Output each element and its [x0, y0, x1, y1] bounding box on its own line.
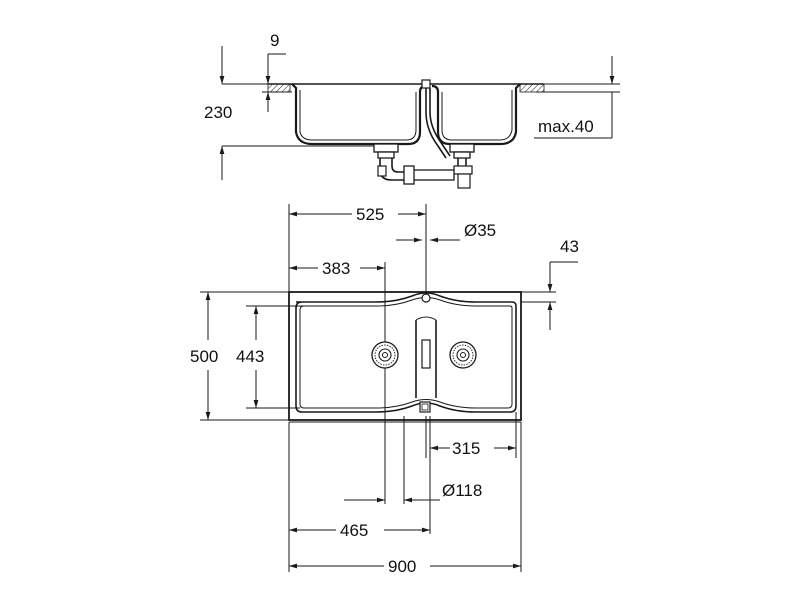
dim-rim-thickness: 9 [270, 31, 279, 50]
bowl-divider [415, 320, 437, 398]
dim-overall-depth: 500 [190, 347, 218, 366]
left-bowl-inner [299, 90, 417, 141]
dim-overall-width: 900 [388, 557, 416, 576]
control-knob [419, 401, 431, 413]
overflow-slot [421, 339, 431, 369]
dim-left-drain-offset: 383 [322, 259, 350, 278]
dim-max-deck: max.40 [538, 117, 594, 136]
side-elevation-view: 9 230 max.40 [204, 31, 620, 189]
dim-tap-offset-x: 525 [356, 205, 384, 224]
tap-hole [421, 293, 431, 303]
sink-outline [288, 291, 522, 421]
left-drain-fitting [373, 143, 410, 181]
dim-tap-offset-y: 43 [560, 237, 579, 256]
countertop-left-hatch [267, 83, 291, 93]
plan-view: 525 Ø35 43 383 500 443 315 Ø118 [190, 204, 579, 576]
dim-bowl-inner-depth: 443 [236, 347, 264, 366]
waste-pipe-joint [403, 165, 415, 185]
overflow-pipe [425, 88, 447, 159]
dim-drain-diameter: Ø118 [442, 481, 482, 500]
bowl-divider-top [415, 316, 437, 321]
control-knob-inner [421, 403, 429, 411]
countertop-right-hatch [519, 83, 545, 93]
left-drain [371, 341, 399, 369]
right-drain-fitting [449, 143, 475, 189]
dim-left-bowl-width: 465 [340, 521, 368, 540]
waste-pipe-connector [409, 169, 455, 181]
dim-bowl-depth: 230 [204, 103, 232, 122]
right-drain [449, 341, 477, 369]
bowls-outline [295, 292, 517, 413]
overflow-pipe-2 [429, 88, 451, 157]
left-bowl-profile [291, 83, 427, 146]
dim-right-bowl-width: 315 [452, 439, 480, 458]
bowls-outline-inner [299, 297, 513, 409]
dim-tap-diameter: Ø35 [464, 221, 496, 240]
right-bowl-profile [431, 83, 521, 146]
right-bowl-inner [441, 90, 513, 141]
tap-stub [421, 79, 431, 89]
